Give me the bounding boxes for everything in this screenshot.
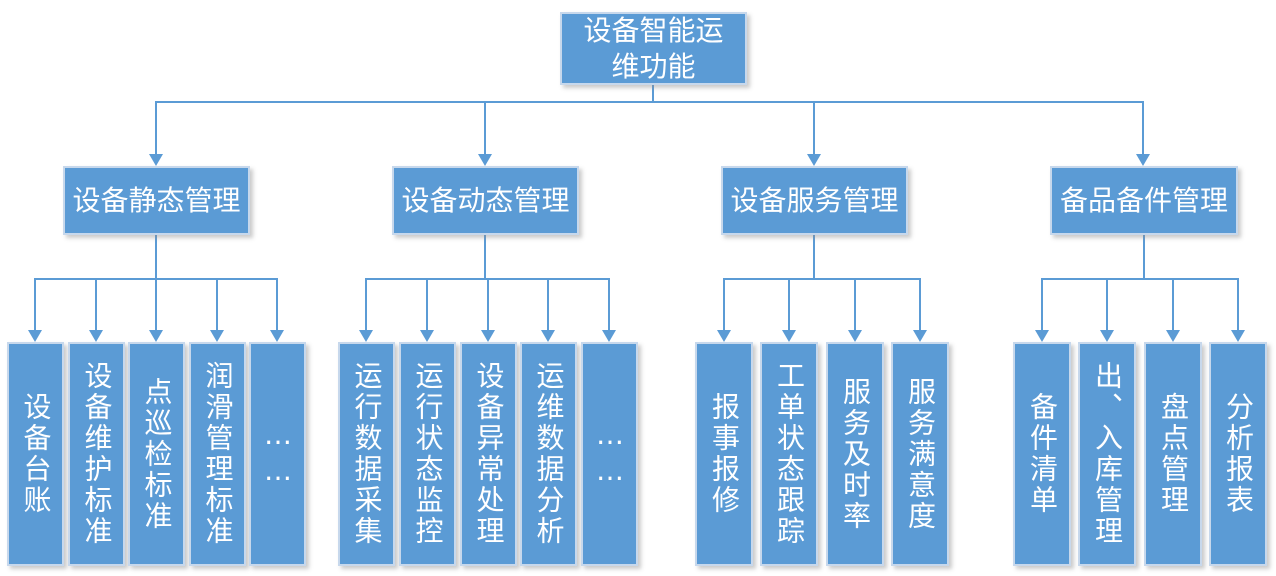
leaf-node-label: 润滑管理标准 xyxy=(201,361,235,547)
connector-drop-leaf xyxy=(34,278,36,330)
leaf-node: 运维数据分析 xyxy=(520,342,577,566)
arrow-down-icon xyxy=(782,330,796,342)
connector-drop-leaf xyxy=(155,278,157,330)
leaf-node: 出、入库管理 xyxy=(1078,342,1136,566)
connector-drop-leaf xyxy=(723,278,725,330)
leaf-node-label: …… xyxy=(261,418,295,490)
connector-drop-leaf xyxy=(1106,278,1108,330)
leaf-node: …… xyxy=(249,342,306,566)
leaf-node: 润滑管理标准 xyxy=(189,342,246,566)
arrow-down-icon xyxy=(1231,330,1245,342)
arrow-down-icon xyxy=(89,330,103,342)
leaf-node-label: 点巡检标准 xyxy=(140,376,174,532)
leaf-node-label: 报事报修 xyxy=(708,392,741,516)
connector-drop-leaf xyxy=(426,278,428,330)
arrow-down-icon xyxy=(913,330,927,342)
branch-node-label: 备品备件管理 xyxy=(1059,183,1228,217)
arrow-down-icon xyxy=(28,330,42,342)
leaf-node: 点巡检标准 xyxy=(128,342,185,566)
connector-bus-group4 xyxy=(1042,278,1239,280)
connector-drop-leaf xyxy=(365,278,367,330)
connector-branch1-stem xyxy=(155,235,157,280)
leaf-node: 工单状态跟踪 xyxy=(760,342,818,566)
arrow-down-icon xyxy=(149,154,163,166)
arrow-down-icon xyxy=(359,330,373,342)
leaf-node: …… xyxy=(581,342,638,566)
arrow-down-icon xyxy=(1100,330,1114,342)
leaf-node: 运行数据采集 xyxy=(338,342,395,566)
leaf-node: 报事报修 xyxy=(695,342,753,566)
leaf-node: 盘点管理 xyxy=(1144,342,1202,566)
connector-drop-leaf xyxy=(95,278,97,330)
arrow-down-icon xyxy=(1035,330,1049,342)
leaf-node-label: 服务及时率 xyxy=(839,376,872,532)
arrow-down-icon xyxy=(848,330,862,342)
arrow-down-icon xyxy=(481,330,495,342)
branch-node-label: 设备服务管理 xyxy=(730,183,899,217)
arrow-down-icon xyxy=(807,154,821,166)
leaf-node: 服务及时率 xyxy=(826,342,884,566)
leaf-node-label: 服务满意度 xyxy=(904,376,937,532)
leaf-node-label: 运行数据采集 xyxy=(350,361,384,547)
arrow-down-icon xyxy=(541,330,555,342)
connector-drop-leaf xyxy=(1237,278,1239,330)
arrow-down-icon xyxy=(1166,330,1180,342)
connector-drop-leaf xyxy=(608,278,610,330)
branch-node-service-mgmt: 设备服务管理 xyxy=(721,166,908,235)
leaf-node: 服务满意度 xyxy=(891,342,949,566)
arrow-down-icon xyxy=(1136,154,1150,166)
leaf-node-label: 工单状态跟踪 xyxy=(773,361,806,547)
branch-node-label: 设备静态管理 xyxy=(72,183,241,217)
branch-node-spare-parts-mgmt: 备品备件管理 xyxy=(1050,166,1238,235)
connector-drop-leaf xyxy=(216,278,218,330)
branch-node-label: 设备动态管理 xyxy=(401,183,570,217)
connector-drop-leaf xyxy=(487,278,489,330)
leaf-node-label: 分析报表 xyxy=(1222,392,1255,516)
connector-drop-leaf xyxy=(854,278,856,330)
connector-drop-branch1 xyxy=(155,101,157,155)
leaf-node-label: 设备异常处理 xyxy=(472,361,506,547)
leaf-node-label: …… xyxy=(593,418,627,490)
root-node: 设备智能运 维功能 xyxy=(560,12,747,85)
connector-branch4-stem xyxy=(1143,235,1145,280)
connector-branch3-stem xyxy=(813,235,815,280)
arrow-down-icon xyxy=(478,154,492,166)
leaf-node-label: 出、入库管理 xyxy=(1091,361,1124,547)
arrow-down-icon xyxy=(149,330,163,342)
leaf-node-label: 备件清单 xyxy=(1026,392,1059,516)
leaf-node: 设备台账 xyxy=(7,342,64,566)
connector-drop-leaf xyxy=(547,278,549,330)
connector-drop-leaf xyxy=(1172,278,1174,330)
root-node-label: 设备智能运 维功能 xyxy=(583,13,724,83)
connector-branch2-stem xyxy=(484,235,486,280)
leaf-node-label: 运维数据分析 xyxy=(532,361,566,547)
connector-drop-leaf xyxy=(276,278,278,330)
connector-bus-group3 xyxy=(724,278,921,280)
connector-drop-branch4 xyxy=(1142,101,1144,155)
branch-node-static-mgmt: 设备静态管理 xyxy=(63,166,250,235)
connector-drop-leaf xyxy=(788,278,790,330)
branch-node-dynamic-mgmt: 设备动态管理 xyxy=(392,166,579,235)
arrow-down-icon xyxy=(717,330,731,342)
leaf-node: 运行状态监控 xyxy=(399,342,456,566)
connector-top-bus xyxy=(156,101,1144,103)
connector-drop-branch2 xyxy=(484,101,486,155)
leaf-node: 设备异常处理 xyxy=(460,342,517,566)
leaf-node: 设备维护标准 xyxy=(68,342,125,566)
leaf-node-label: 盘点管理 xyxy=(1157,392,1190,516)
connector-drop-branch3 xyxy=(813,101,815,155)
arrow-down-icon xyxy=(602,330,616,342)
leaf-node-label: 设备台账 xyxy=(19,392,53,516)
arrow-down-icon xyxy=(270,330,284,342)
arrow-down-icon xyxy=(210,330,224,342)
connector-root-stem xyxy=(652,85,654,103)
connector-drop-leaf xyxy=(1041,278,1043,330)
arrow-down-icon xyxy=(420,330,434,342)
leaf-node-label: 运行状态监控 xyxy=(411,361,445,547)
connector-drop-leaf xyxy=(919,278,921,330)
leaf-node: 备件清单 xyxy=(1013,342,1071,566)
leaf-node: 分析报表 xyxy=(1209,342,1267,566)
leaf-node-label: 设备维护标准 xyxy=(80,361,114,547)
